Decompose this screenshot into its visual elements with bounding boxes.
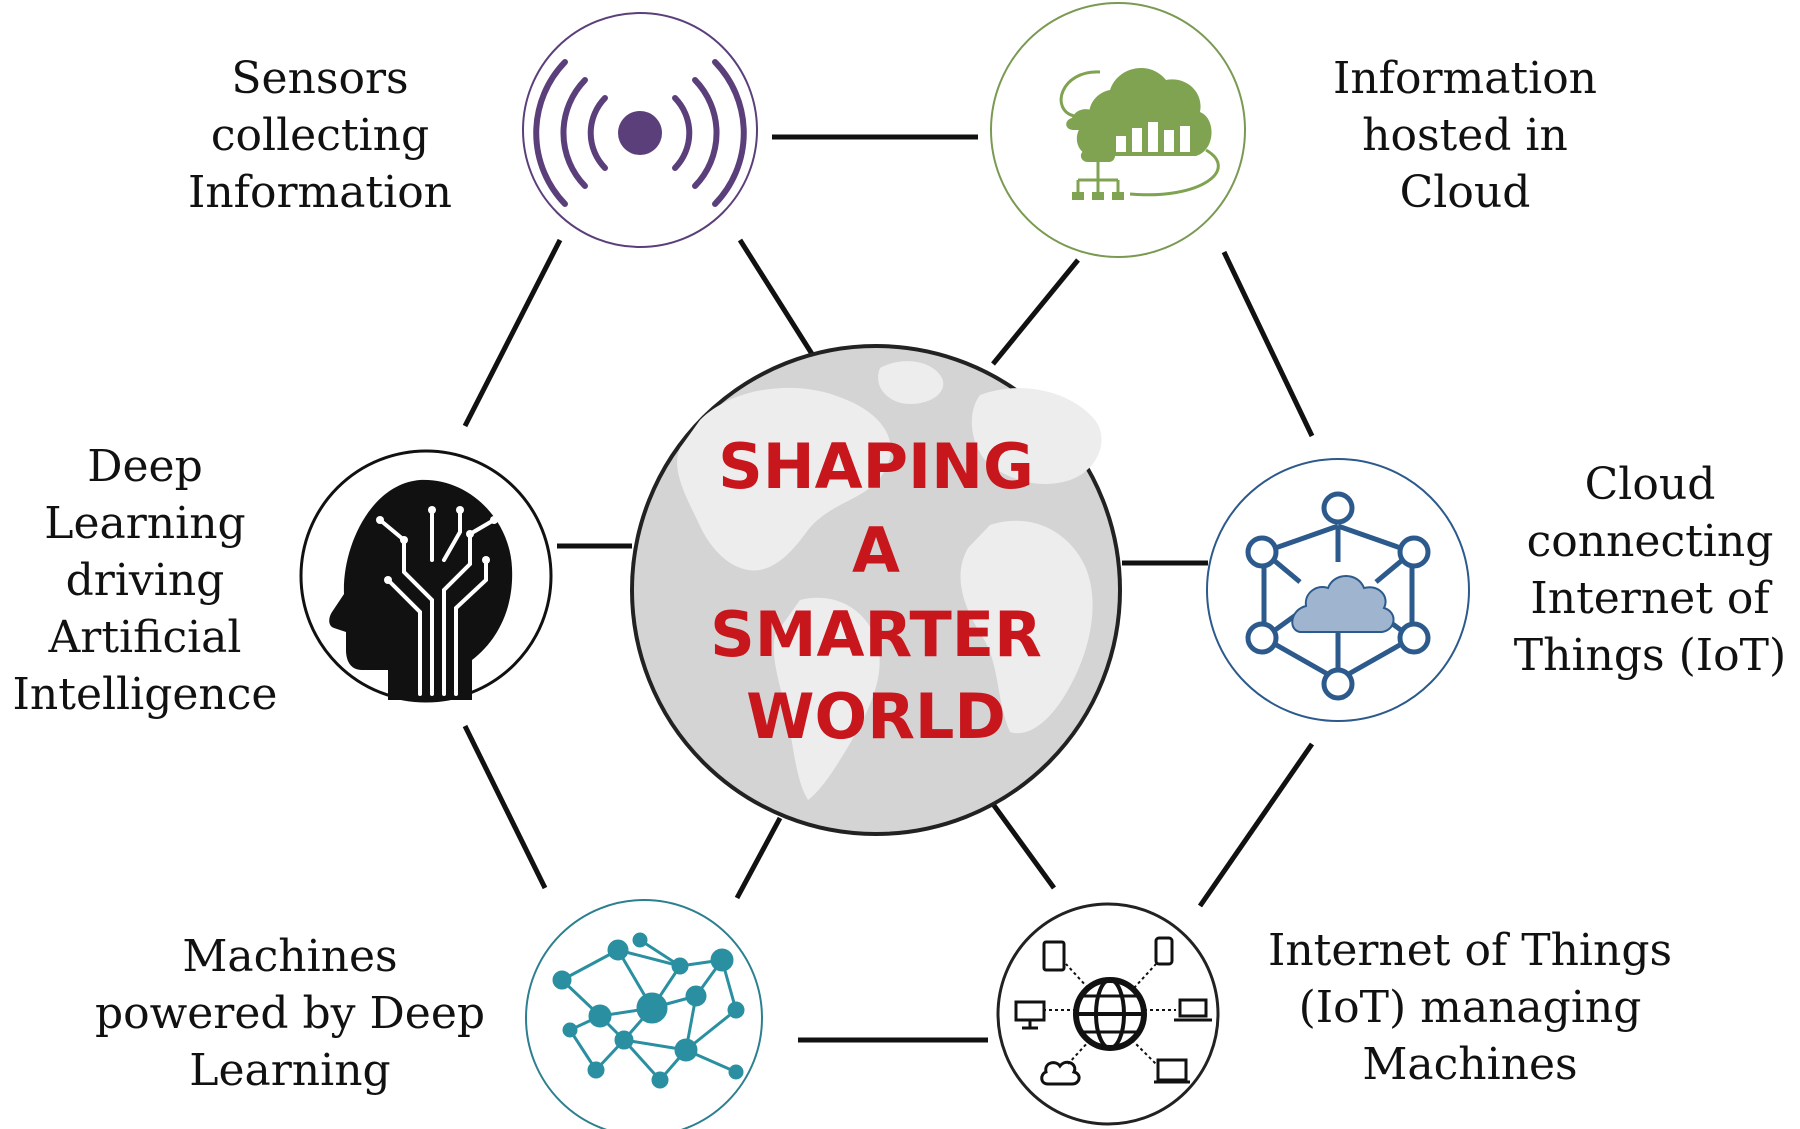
node-cloud-info (990, 2, 1246, 258)
label-sensors: Sensors collecting Information (170, 50, 470, 221)
connector-cloud-info-cloud-iot (1221, 250, 1315, 438)
center-line-4: WORLD (746, 680, 1006, 753)
node-deep-learning (299, 449, 553, 703)
label-iot-machines: Internet of Things (IoT) managing Machin… (1250, 922, 1690, 1093)
node-sensors (522, 12, 758, 248)
label-cloud-iot-line-4: Things (IoT) (1513, 630, 1787, 681)
cloud-data-icon (1059, 67, 1220, 200)
label-cloud-iot-line-3: Internet of (1530, 573, 1770, 624)
connector-center-sensors (737, 238, 815, 356)
connector-deep-learning-sensors (462, 238, 563, 428)
center-line-1: SHAPING (718, 430, 1034, 503)
center-line-2: A (852, 514, 900, 587)
center-line-3: SMARTER (710, 598, 1042, 671)
label-machines-line-1: Machines (182, 931, 398, 982)
sensor-signal-icon (533, 59, 747, 207)
label-machines-line-2: powered by Deep (94, 988, 486, 1039)
label-cloud-info-line-1: Information (1332, 53, 1598, 104)
label-machines: Machines powered by Deep Learning (80, 928, 500, 1099)
cloud-shape (1291, 575, 1395, 633)
label-deep-learning-line-1: Deep (87, 441, 203, 492)
cloud-network-icon (1245, 491, 1431, 701)
land-africa (960, 520, 1093, 734)
label-cloud-iot-line-2: connecting (1526, 516, 1774, 567)
label-sensors-line-3: Information (187, 167, 453, 218)
land-south-america (773, 597, 880, 800)
label-iot-machines-line-3: Machines (1362, 1039, 1578, 1090)
connector-cloud-iot-iot-machines (1197, 742, 1315, 908)
land-greenland (878, 361, 944, 404)
node-iot-machines (996, 902, 1220, 1126)
label-deep-learning-line-2: Learning (44, 498, 246, 549)
connector-machines-deep-learning (462, 724, 548, 890)
label-cloud-info: Information hosted in Cloud (1310, 50, 1620, 221)
label-deep-learning-line-4: Artificial (48, 612, 242, 663)
node-machines (525, 899, 763, 1129)
label-cloud-info-line-3: Cloud (1399, 167, 1531, 218)
connector-center-cloud-info (991, 258, 1080, 366)
label-deep-learning: Deep Learning driving Artificial Intelli… (0, 438, 290, 723)
label-sensors-line-1: Sensors (231, 53, 409, 104)
connectors (462, 134, 1315, 1043)
ai-head-icon (329, 479, 513, 700)
neural-network-icon (552, 932, 745, 1089)
label-cloud-info-line-2: hosted in (1362, 110, 1568, 161)
connector-center-machines (734, 816, 783, 900)
label-sensors-line-2: collecting (210, 110, 430, 161)
connector-center-iot-machines (987, 798, 1057, 890)
land-europe (971, 388, 1102, 485)
label-cloud-iot: Cloud connecting Internet of Things (IoT… (1500, 456, 1800, 684)
land-north-america (677, 387, 891, 571)
label-iot-machines-line-2: (IoT) managing (1298, 982, 1642, 1033)
label-machines-line-3: Learning (189, 1045, 391, 1096)
label-deep-learning-line-3: driving (65, 555, 225, 606)
globe-devices-icon (1014, 936, 1212, 1086)
label-iot-machines-line-1: Internet of Things (1267, 925, 1673, 976)
center-globe: SHAPING A SMARTER WORLD (630, 344, 1122, 836)
label-cloud-iot-line-1: Cloud (1584, 459, 1716, 510)
label-deep-learning-line-5: Intelligence (12, 669, 278, 720)
node-cloud-iot (1206, 458, 1470, 722)
